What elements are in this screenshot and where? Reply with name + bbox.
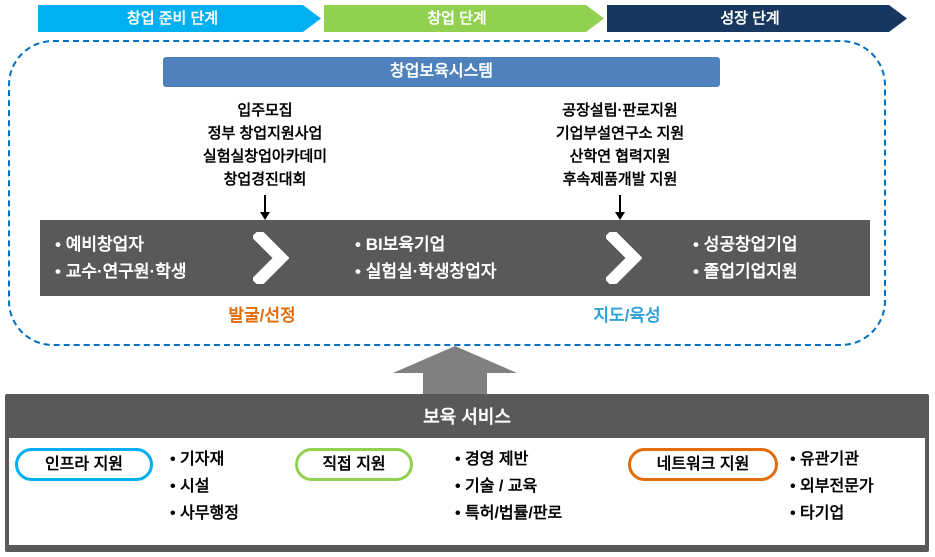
up-arrow — [393, 346, 517, 394]
services-content: 인프라 지원 기자재 시설 사무행정 직접 지원 경영 제반 기술 / 교육 특… — [9, 438, 925, 545]
program-item: 공장설립·판로지원 — [562, 102, 678, 119]
service-group-direct-badge: 직접 지원 — [295, 448, 413, 481]
pipeline-item: 실험실·학생창업자 — [355, 258, 497, 285]
service-item: 외부전문가 — [790, 473, 874, 500]
service-item: 시설 — [170, 473, 239, 500]
service-item: 타기업 — [790, 500, 874, 527]
chevron-right-icon — [253, 232, 289, 284]
pipeline-stage-graduated: 성공창업기업 졸업기업지원 — [693, 231, 798, 285]
pipeline-item: 예비창업자 — [55, 231, 187, 258]
growth-support-programs: 공장설립·판로지원 기업부설연구소 지원 산학연 협력지원 후속제품개발 지원 — [495, 99, 745, 191]
stage-arrow-startup: 창업 단계 — [324, 5, 604, 32]
down-arrow-connector — [615, 195, 625, 220]
phase-label-mentoring: 지도/육성 — [593, 306, 661, 325]
service-item: 기자재 — [170, 446, 239, 473]
program-item: 후속제품개발 지원 — [562, 171, 678, 188]
service-item: 특허/법률/판로 — [455, 500, 562, 527]
chevron-right-icon — [606, 232, 642, 284]
program-item: 기업부설연구소 지원 — [555, 125, 685, 142]
pipeline-item: 졸업기업지원 — [693, 258, 798, 285]
services-title: 보육 서비스 — [423, 407, 511, 427]
pipeline-item: BI보육기업 — [355, 231, 496, 258]
pre-startup-programs: 입주모집 정부 창업지원사업 실험실창업아카데미 창업경진대회 — [150, 99, 380, 191]
stage-arrow-growth: 성장 단계 — [607, 5, 907, 32]
service-group-network-list: 유관기관 외부전문가 타기업 — [790, 446, 874, 527]
pipeline-item: 교수·연구원·학생 — [55, 258, 187, 285]
incubation-system-title: 창업보육시스템 — [163, 57, 720, 87]
program-item: 실험실창업아카데미 — [202, 148, 328, 165]
service-group-infra-list: 기자재 시설 사무행정 — [170, 446, 239, 527]
service-item: 기술 / 교육 — [455, 473, 562, 500]
program-item: 입주모집 — [237, 102, 293, 119]
service-item: 경영 제반 — [455, 446, 562, 473]
service-group-direct-list: 경영 제반 기술 / 교육 특허/법률/판로 — [455, 446, 562, 527]
program-item: 산학연 협력지원 — [569, 148, 671, 165]
service-item: 사무행정 — [170, 500, 239, 527]
pipeline-stage-candidates: 예비창업자 교수·연구원·학생 — [55, 231, 187, 285]
service-group-network-badge: 네트워크 지원 — [628, 448, 778, 481]
pipeline-bar: 예비창업자 교수·연구원·학생 BI보육기업 실험실·학생창업자 성공창업기업 … — [40, 220, 870, 296]
incubation-system-panel — [8, 40, 886, 346]
stage-arrow-preparation: 창업 준비 단계 — [38, 5, 321, 32]
program-item: 정부 창업지원사업 — [207, 125, 323, 142]
down-arrow-connector — [260, 195, 270, 220]
service-group-infra-badge: 인프라 지원 — [15, 448, 153, 481]
pipeline-item: 성공창업기업 — [693, 231, 798, 258]
service-item: 유관기관 — [790, 446, 874, 473]
pipeline-stage-incubated: BI보육기업 실험실·학생창업자 — [355, 231, 497, 285]
program-item: 창업경진대회 — [223, 171, 307, 188]
services-panel: 보육 서비스 인프라 지원 기자재 시설 사무행정 직접 지원 경영 제반 기술… — [5, 394, 929, 552]
phase-label-selection: 발굴/선정 — [228, 306, 296, 325]
